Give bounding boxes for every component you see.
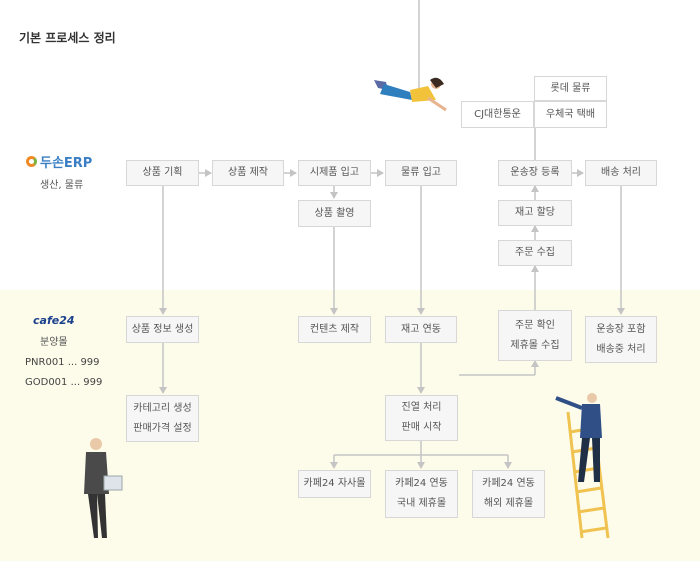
- box-label: 운송장 포함: [596, 323, 646, 335]
- box-ship: 배송 처리: [585, 160, 657, 186]
- box-label: 상품 정보 생성: [131, 323, 194, 335]
- box-waybill-include: 운송장 포함 배송중 처리: [585, 316, 657, 363]
- box-display: 진열 처리 판매 시작: [385, 395, 458, 441]
- box-logistics-in: 물류 입고: [385, 160, 457, 186]
- box-label: 제휴몰 수집: [510, 339, 560, 351]
- box-label: 상품 촬영: [314, 207, 355, 219]
- box-label: 재고 할당: [515, 207, 555, 218]
- box-label: 카페24 자사몰: [303, 478, 366, 489]
- box-cj: CJ대한통운: [461, 101, 534, 128]
- box-category: 카테고리 생성 판매가격 설정: [126, 395, 199, 442]
- box-plan: 상품 기획: [126, 160, 199, 186]
- box-label: 운송장 등록: [510, 167, 560, 178]
- goods-code-range: GOD001 ... 999: [25, 377, 103, 388]
- box-label: 상품 기획: [142, 167, 183, 178]
- standing-businessman-illustration: [84, 438, 123, 538]
- box-stock-alloc: 재고 할당: [498, 200, 572, 226]
- box-make: 상품 제작: [212, 160, 284, 186]
- box-label: 주문 수집: [515, 247, 555, 258]
- box-label: 시제품 입고: [309, 167, 360, 178]
- box-info-create: 상품 정보 생성: [126, 316, 199, 343]
- cafe24-subtitle: 분양몰: [40, 337, 68, 348]
- box-label: 판매 시작: [401, 422, 442, 433]
- box-label: 국내 제휴몰: [396, 498, 447, 509]
- box-stock-link: 재고 연동: [385, 316, 457, 343]
- erp-logo: 두손ERP: [26, 152, 92, 171]
- ladder-climber-illustration: [555, 393, 610, 539]
- box-label: 진열 처리: [401, 402, 442, 413]
- box-label: 재고 연동: [401, 323, 441, 335]
- flying-person-illustration: [374, 77, 447, 112]
- box-label: 카테고리 생성: [133, 402, 192, 414]
- box-waybill: 운송장 등록: [498, 160, 572, 186]
- box-label: 물류 입고: [401, 167, 441, 178]
- box-label: 카페24 연동: [482, 478, 535, 489]
- box-label: 배송 처리: [601, 167, 641, 178]
- box-label: 컨텐츠 제작: [309, 323, 360, 335]
- box-label: 배송중 처리: [596, 343, 646, 355]
- box-label: 롯데 물류: [550, 82, 591, 94]
- box-order-confirm: 주문 확인 제휴몰 수집: [498, 310, 572, 361]
- box-label: 해외 제휴몰: [483, 498, 534, 509]
- box-own-mall: 카페24 자사몰: [298, 470, 371, 498]
- box-label: CJ대한통운: [474, 108, 521, 120]
- erp-subtitle: 생산, 물류: [40, 180, 84, 191]
- box-label: 판매가격 설정: [133, 422, 192, 434]
- box-order-collect: 주문 수집: [498, 240, 572, 266]
- page-title: 기본 프로세스 정리: [19, 31, 116, 45]
- box-domestic: 카페24 연동 국내 제휴몰: [385, 470, 458, 518]
- box-lotte: 롯데 물류: [534, 76, 607, 101]
- cafe24-logo: cafe24: [33, 314, 75, 327]
- box-photo: 상품 촬영: [298, 200, 371, 227]
- box-overseas: 카페24 연동 해외 제휴몰: [472, 470, 545, 518]
- box-label: 주문 확인: [515, 319, 555, 331]
- box-content: 컨텐츠 제작: [298, 316, 371, 343]
- box-sample-in: 시제품 입고: [298, 160, 371, 186]
- box-label: 상품 제작: [228, 167, 268, 178]
- box-label: 카페24 연동: [395, 478, 448, 489]
- erp-logo-text: 두손ERP: [40, 156, 93, 171]
- erp-logo-icon: [26, 156, 37, 167]
- box-post: 우체국 택배: [534, 101, 607, 128]
- product-code-range: PNR001 ... 999: [25, 357, 100, 368]
- box-label: 우체국 택배: [545, 108, 596, 120]
